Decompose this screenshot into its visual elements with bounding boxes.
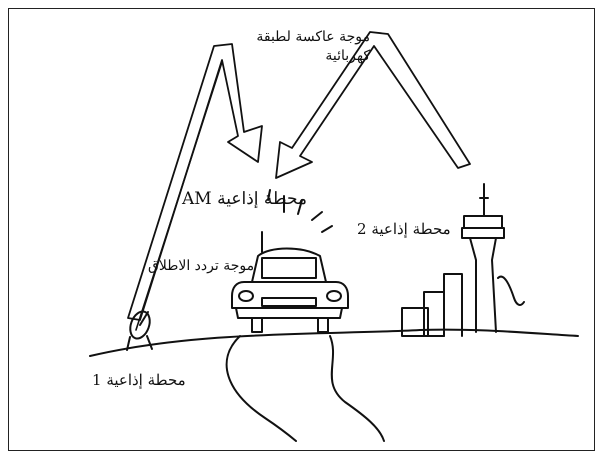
ionosphere-wave-label: موجة عاكسة لطبقة كهربائية [256, 28, 370, 66]
road-left-edge [227, 336, 296, 441]
station-2-label: محطة إذاعية 2 [357, 219, 451, 239]
radio-tower-icon [462, 184, 504, 332]
reflect-arrow-left [128, 44, 262, 320]
am-station-label: محطة إذاعية AM [182, 188, 307, 211]
launch-wave-label: موجة تردد الاطلاق [148, 257, 254, 276]
station-1-label: محطة إذاعية 1 [92, 370, 186, 390]
road-right-edge [330, 336, 384, 441]
car-icon [232, 232, 348, 332]
ionosphere-wave-line1: موجة عاكسة لطبقة [256, 28, 370, 47]
building-icon [402, 274, 524, 336]
ionosphere-wave-line2: كهربائية [256, 47, 370, 66]
